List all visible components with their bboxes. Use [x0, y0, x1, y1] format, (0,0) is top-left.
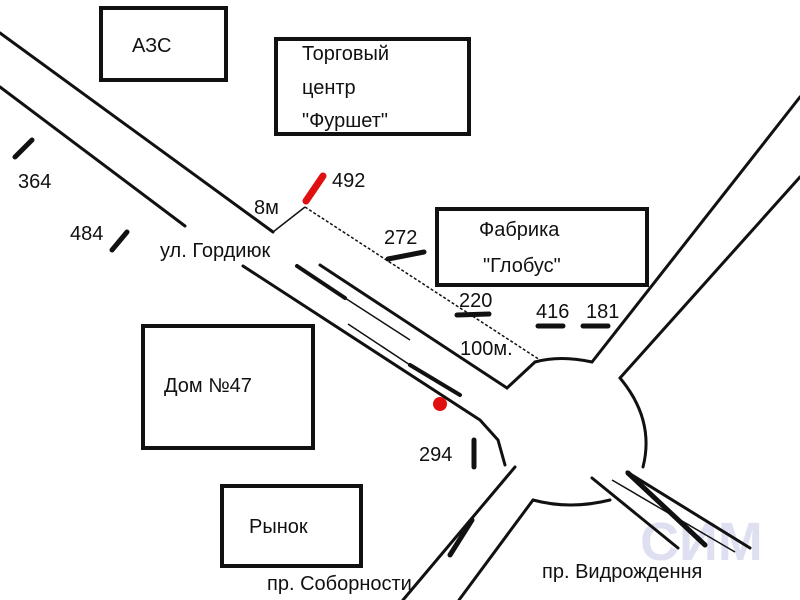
roundabout-arc: [618, 376, 648, 469]
road-vidrodzhennya-south: [590, 470, 752, 553]
distance-8m-label: 8м: [254, 197, 279, 219]
highlight-dot: [433, 397, 447, 411]
distance-100m-label: 100м.: [460, 338, 513, 360]
road-edge: [241, 264, 507, 467]
billboard-272-marker: [385, 249, 427, 262]
road-edge: [457, 498, 535, 600]
billboard-220-label: 220: [459, 290, 492, 312]
road-edge: [625, 470, 752, 550]
road-edge: [401, 465, 517, 600]
billboard-294-label: 294: [419, 444, 452, 466]
building-market: [220, 484, 363, 568]
mall-label-2: центр: [302, 77, 356, 99]
lane-marking: [295, 264, 347, 300]
billboard-181-label: 181: [586, 301, 619, 323]
billboard-416-label: 416: [536, 301, 569, 323]
street-gordiyuk-label: ул. Гордиюк: [160, 240, 270, 262]
road-edge: [0, 31, 275, 234]
building-house-47: [141, 324, 315, 450]
road-edge: [590, 476, 680, 550]
building-mall: [274, 37, 471, 136]
billboard-364-marker: [12, 137, 35, 160]
street-vidrodzhennya-label: пр. Видрождення: [542, 561, 702, 583]
billboard-492-marker: [302, 172, 327, 205]
building-factory: [435, 207, 649, 287]
factory-label-1: Фабрика: [479, 219, 560, 241]
factory-label-2: "Глобус": [483, 255, 561, 277]
lane-marking: [344, 297, 411, 341]
billboard-492-label: 492: [332, 170, 365, 192]
road-vidrodzhennya-north: [590, 95, 800, 380]
road-edge: [590, 95, 800, 364]
road-sobornosti: [401, 465, 535, 600]
street-sobornosti-label: пр. Соборности: [267, 573, 412, 595]
lane-marking: [347, 323, 411, 366]
distance-8m-line: [272, 206, 306, 233]
billboard-272-label: 272: [384, 227, 417, 249]
lane-marking: [611, 479, 736, 553]
billboard-marker: [447, 517, 475, 558]
distance-100m-line: [304, 206, 541, 361]
mall-label-1: Торговый: [302, 43, 389, 65]
roundabout-arc: [531, 498, 612, 507]
market-label: Рынок: [249, 516, 308, 538]
roundabout: [531, 357, 648, 507]
building-azs: [99, 6, 228, 82]
billboard-364-label: 364: [18, 171, 51, 193]
billboard-484-marker: [109, 229, 130, 253]
road-edge: [0, 85, 187, 228]
house-label: Дом №47: [164, 375, 252, 397]
billboard-484-label: 484: [70, 223, 103, 245]
lane-marking: [408, 363, 462, 397]
road-edge: [318, 263, 537, 390]
billboard-marker: [625, 470, 708, 548]
mall-label-3: "Фуршет": [302, 110, 388, 132]
billboard-220-marker: [454, 311, 492, 318]
roundabout-arc: [533, 357, 594, 364]
road-edge: [618, 175, 800, 380]
azs-label: АЗС: [132, 35, 171, 57]
road-gordiyuk: [0, 31, 541, 467]
